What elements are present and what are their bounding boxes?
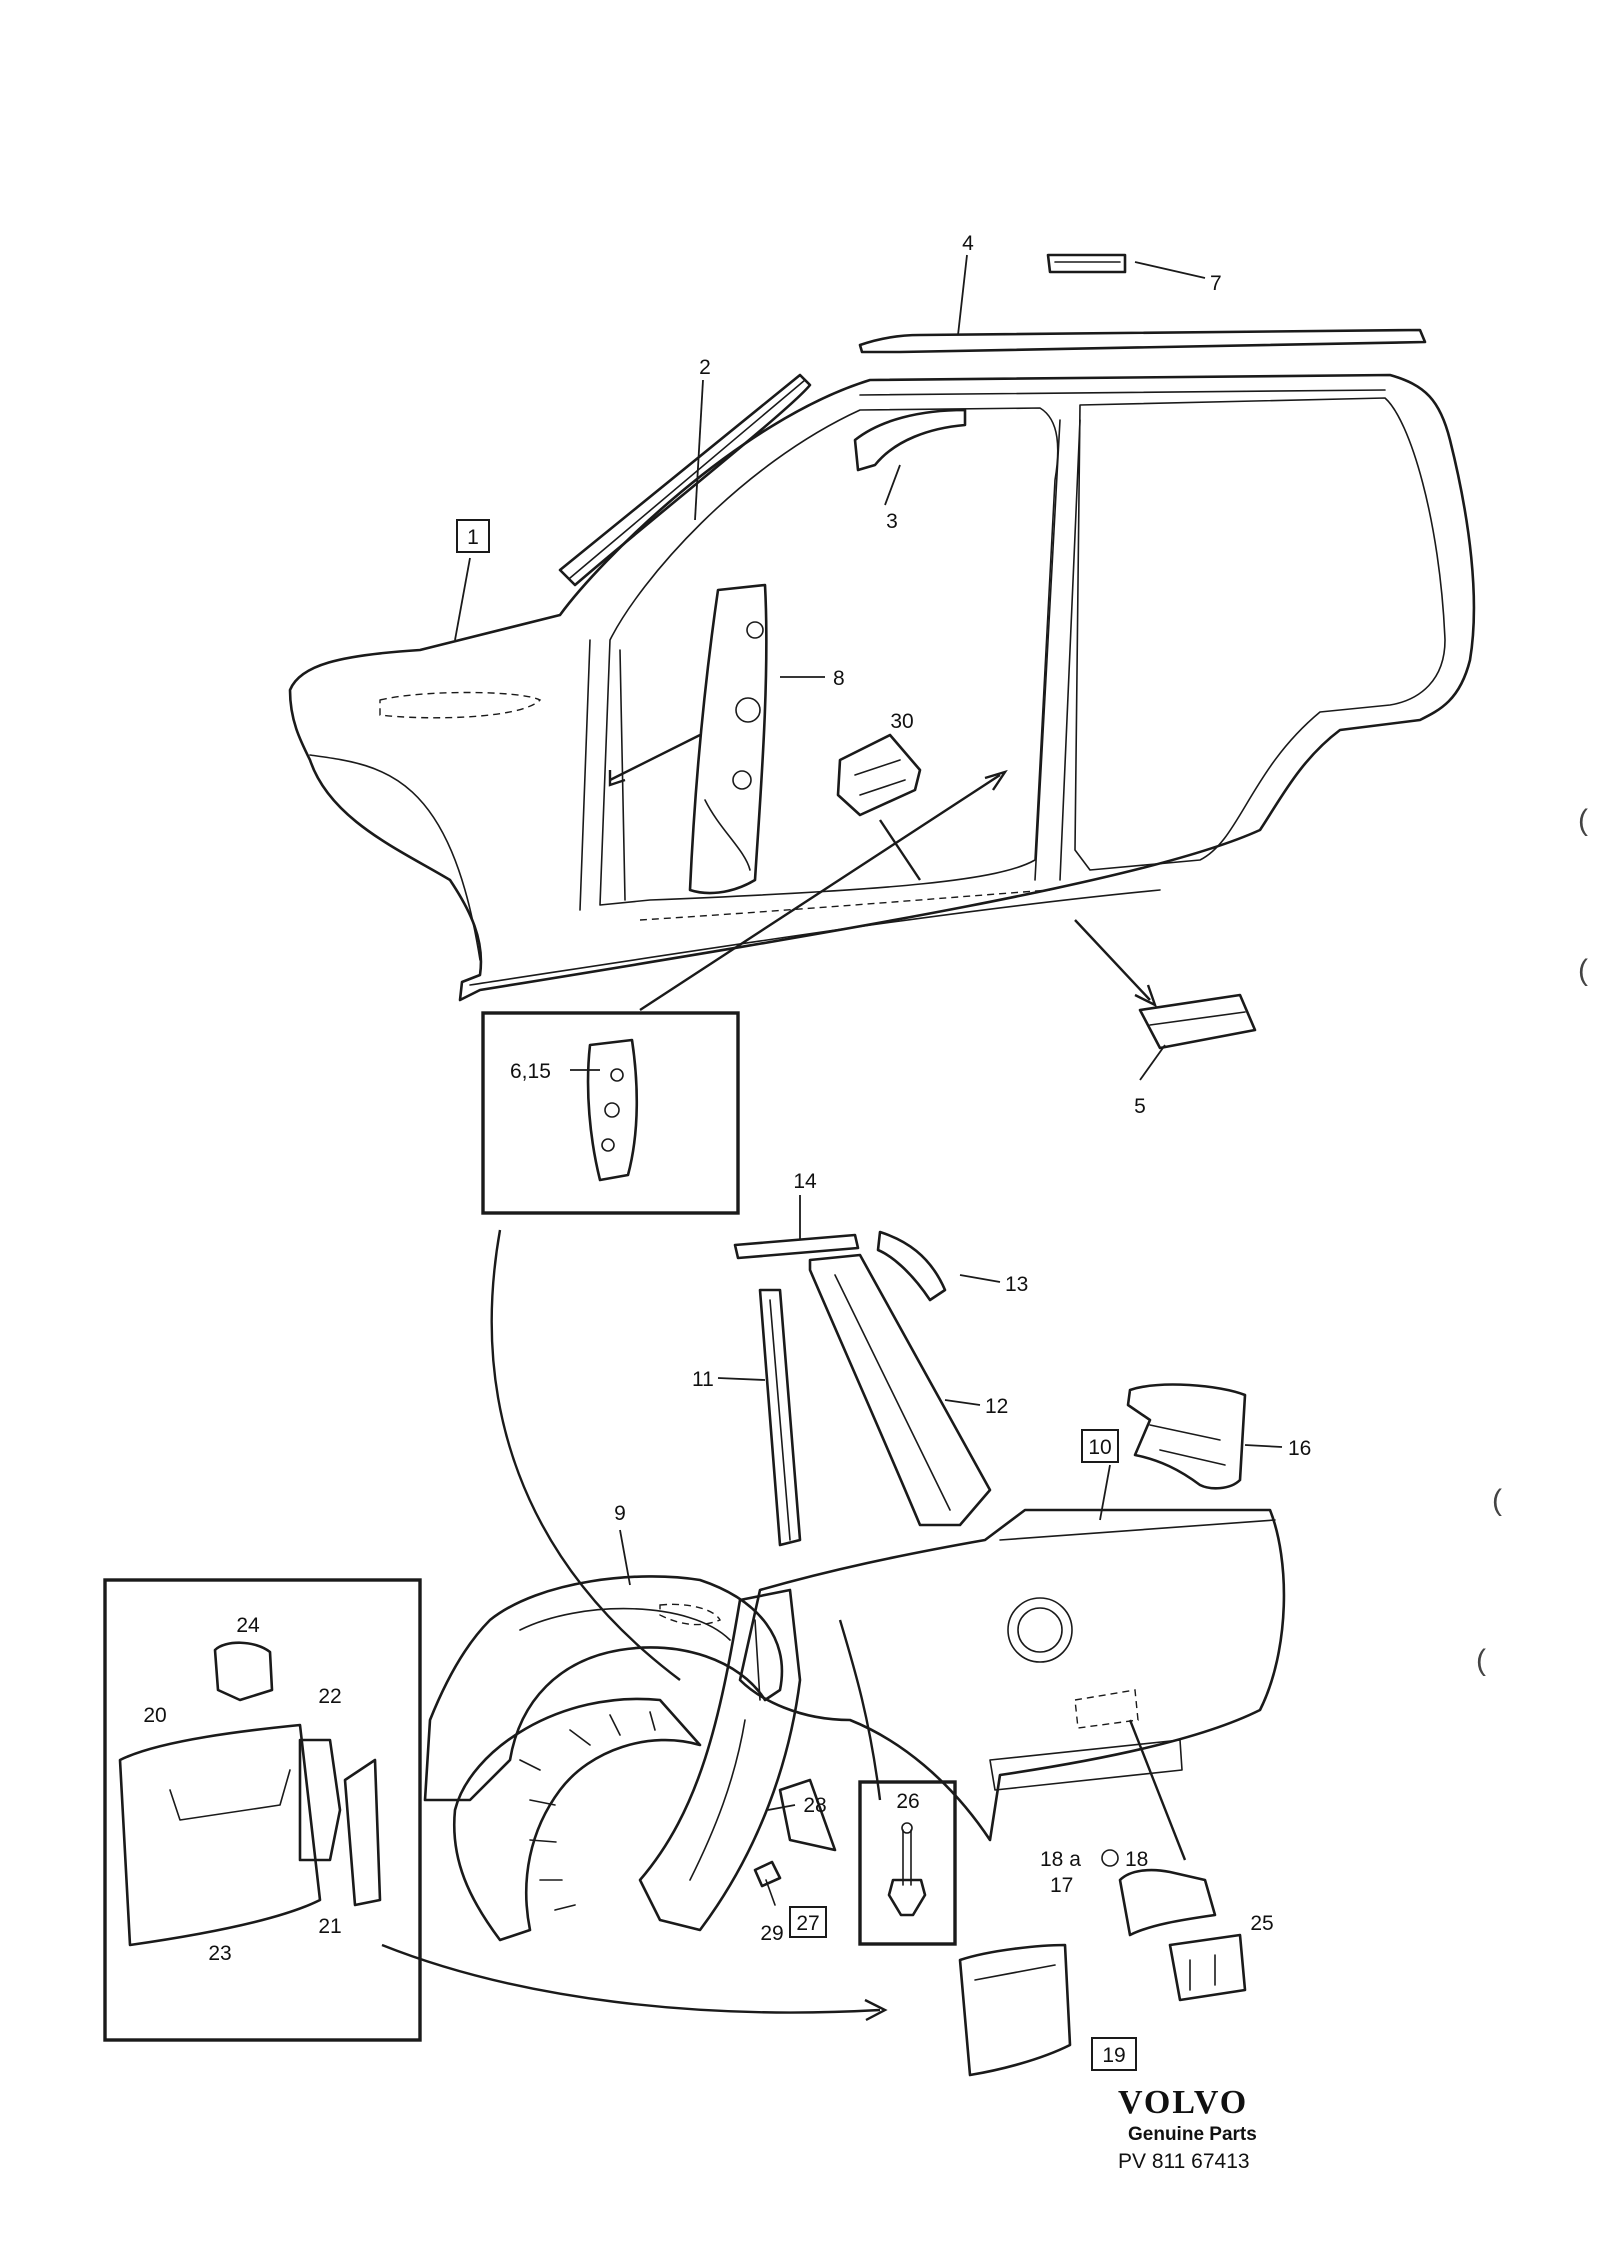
margin-mark: ( [1492,1484,1502,1517]
reference-number: PV 811 67413 [1118,2150,1250,2173]
margin-mark: ( [1476,1644,1486,1677]
flap-20-part [118,1723,322,1947]
callout-17: 17 [1050,1874,1073,1897]
callout-18a: 18 a [1040,1848,1081,1871]
lower-brackets [753,1778,837,1906]
roof-corner-bracket-part [853,408,967,472]
c-pillar-parts [733,1230,992,1547]
callout-18: 18 [1125,1848,1148,1871]
callout-1: 1 [467,526,479,549]
bracket-13-part [876,1230,947,1302]
callouts: 1 2 3 4 5 6,15 7 8 9 10 11 12 13 14 16 1… [143,232,1311,2071]
callout-29: 29 [760,1922,783,1945]
screw-18-part [1101,1849,1119,1867]
callout-20: 20 [143,1704,166,1727]
bracket-17-part [1118,1868,1217,1937]
wheel-housing-part [423,1575,802,1942]
fastener-inset-26 [858,1780,957,1946]
callout-8: 8 [833,667,845,690]
callout-11: 11 [692,1368,714,1391]
callout-24: 24 [236,1614,260,1637]
brand-block: VOLVO Genuine Parts PV 811 67413 [1118,2084,1257,2173]
leader-lines [454,254,1283,1811]
callout-21: 21 [318,1915,341,1938]
rear-brackets [1101,1849,1247,2002]
strip-14-part [733,1233,860,1260]
callout-23: 23 [208,1942,231,1965]
margin-mark: ( [1578,804,1588,837]
spring-21-part [343,1758,382,1907]
fuel-door-part [958,1943,1072,2077]
plate-25-part [1168,1933,1247,2002]
margin-marks: ( ( ( ( [1476,804,1588,1677]
callout-9: 9 [614,1502,626,1525]
brand-tagline: Genuine Parts [1128,2124,1257,2145]
callout-28: 28 [803,1794,826,1817]
callout-14: 14 [793,1170,817,1193]
callout-6-15: 6,15 [510,1060,551,1083]
callout-4: 4 [962,232,974,255]
callout-5: 5 [1134,1095,1146,1118]
seat-bracket-part [836,733,922,817]
brace-28-part [778,1778,837,1852]
callout-19: 19 [1102,2044,1125,2067]
panel-12-part [808,1253,992,1527]
corner-bracket-16-part [1126,1383,1247,1490]
callout-10: 10 [1088,1436,1111,1459]
fuel-door-assembly-inset [103,1578,422,2042]
roof-rail-part [858,328,1427,354]
callout-26: 26 [896,1790,919,1813]
callout-3: 3 [886,510,898,533]
pillar-11-part [758,1288,802,1547]
a-pillar-strip-part [558,373,812,587]
guide-lines [381,733,1187,2022]
callout-2: 2 [699,356,711,379]
side-panel-part [288,373,1476,1002]
callout-16: 16 [1288,1437,1311,1460]
bolt-29-part [753,1860,782,1888]
hinge-22-part [298,1738,342,1862]
callout-27: 27 [796,1912,819,1935]
b-pillar-reinforcement-part [688,583,768,895]
callout-22: 22 [318,1685,341,1708]
callout-25: 25 [1250,1912,1273,1935]
detail-inset-6-15 [481,1011,740,1215]
roof-clip-part [1046,253,1127,274]
callout-30: 30 [890,710,913,733]
callout-13: 13 [1005,1273,1028,1296]
callout-12: 12 [985,1395,1008,1418]
margin-mark: ( [1578,954,1588,987]
rear-quarter-panel-part [738,1508,1286,1842]
cap-24-part [213,1641,274,1702]
callout-7: 7 [1210,272,1222,295]
sill-bracket-part [1138,993,1257,1050]
volvo-logo: VOLVO [1118,2084,1248,2121]
